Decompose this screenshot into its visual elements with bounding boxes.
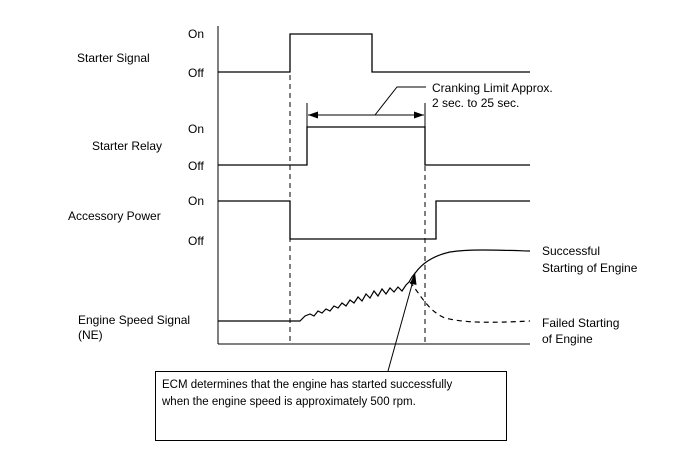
cranking-limit-label-line2: 2 sec. to 25 sec. — [432, 96, 519, 110]
starter-signal-label: Starter Signal — [77, 51, 150, 65]
engine-speed-trace — [218, 249, 531, 322]
starter-relay-off-label: Off — [188, 159, 204, 173]
cranking-limit-arrowhead-left — [308, 111, 318, 119]
accessory-power-off-label: Off — [188, 234, 204, 248]
success-label-line2: Starting of Engine — [542, 261, 638, 275]
engine-speed-label: Engine Speed Signal — [78, 313, 190, 327]
cranking-limit-leader — [374, 86, 426, 116]
failed-label-line2: of Engine — [542, 332, 593, 346]
cranking-limit-label-line1: Cranking Limit Approx. — [432, 81, 553, 95]
starter-signal-on-label: On — [188, 27, 204, 41]
starter-signal-off-label: Off — [188, 66, 204, 80]
accessory-power-label: Accessory Power — [68, 209, 161, 223]
cranking-limit-arrowhead-right — [414, 111, 424, 119]
failed-label-line1: Failed Starting — [542, 316, 619, 330]
success-label-line1: Successful — [542, 244, 600, 258]
starter-relay-trace — [218, 126, 530, 166]
ecm-note-line2: when the engine speed is approximately 5… — [162, 396, 416, 408]
accessory-power-trace — [218, 200, 530, 240]
ecm-note-box: ECM determines that the engine has start… — [155, 371, 507, 441]
starter-relay-on-label: On — [188, 122, 204, 136]
engine-speed-label-ne: (NE) — [78, 328, 103, 342]
callout-arrowhead — [410, 272, 417, 285]
failed-speed-trace — [409, 281, 531, 323]
starter-signal-trace — [218, 33, 530, 73]
starter-relay-label: Starter Relay — [92, 139, 162, 153]
accessory-power-on-label: On — [188, 194, 204, 208]
ecm-note-line1: ECM determines that the engine has start… — [162, 379, 453, 391]
callout-leader — [387, 280, 414, 372]
